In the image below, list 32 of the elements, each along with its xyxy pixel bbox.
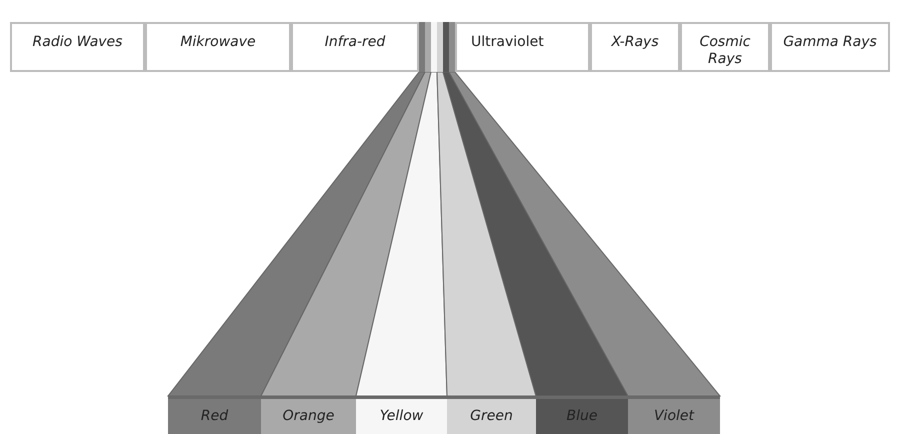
band-label: Cosmic Rays [698,34,752,68]
light-band-strip [355,72,448,396]
spectrum-cell [145,22,291,72]
color-band-cell [356,396,447,434]
band-label: X-Rays [611,34,659,51]
band-label: Ultraviolet [471,34,544,51]
band-label: Gamma Rays [783,34,877,51]
spectrum-cell [291,22,419,72]
light-band-strip [448,72,722,396]
spectrum-cell [680,22,770,72]
color-band-cell [261,396,356,434]
band-label: Green [470,408,513,425]
spectrum-cell [770,22,890,72]
spectrum-cell [455,22,590,72]
band-label: Red [200,408,228,425]
color-band-cell [628,396,720,434]
band-label: Orange [282,408,334,425]
visible-light-bar [419,22,455,72]
light-band-strip [166,72,426,396]
band-label: Infra-red [324,34,386,51]
light-band-strip [442,72,629,396]
band-label: Mikrowave [180,34,256,51]
band-label: Yellow [380,408,424,425]
color-band-cell [447,396,536,434]
spectrum-cell [10,22,145,72]
color-band-cell [168,396,261,434]
band-label: Radio Waves [32,34,122,51]
light-band-strip [260,72,432,396]
spectrum-cell [590,22,680,72]
band-label: Violet [654,408,694,425]
color-band-cell [536,396,628,434]
light-band-strip [436,72,537,396]
